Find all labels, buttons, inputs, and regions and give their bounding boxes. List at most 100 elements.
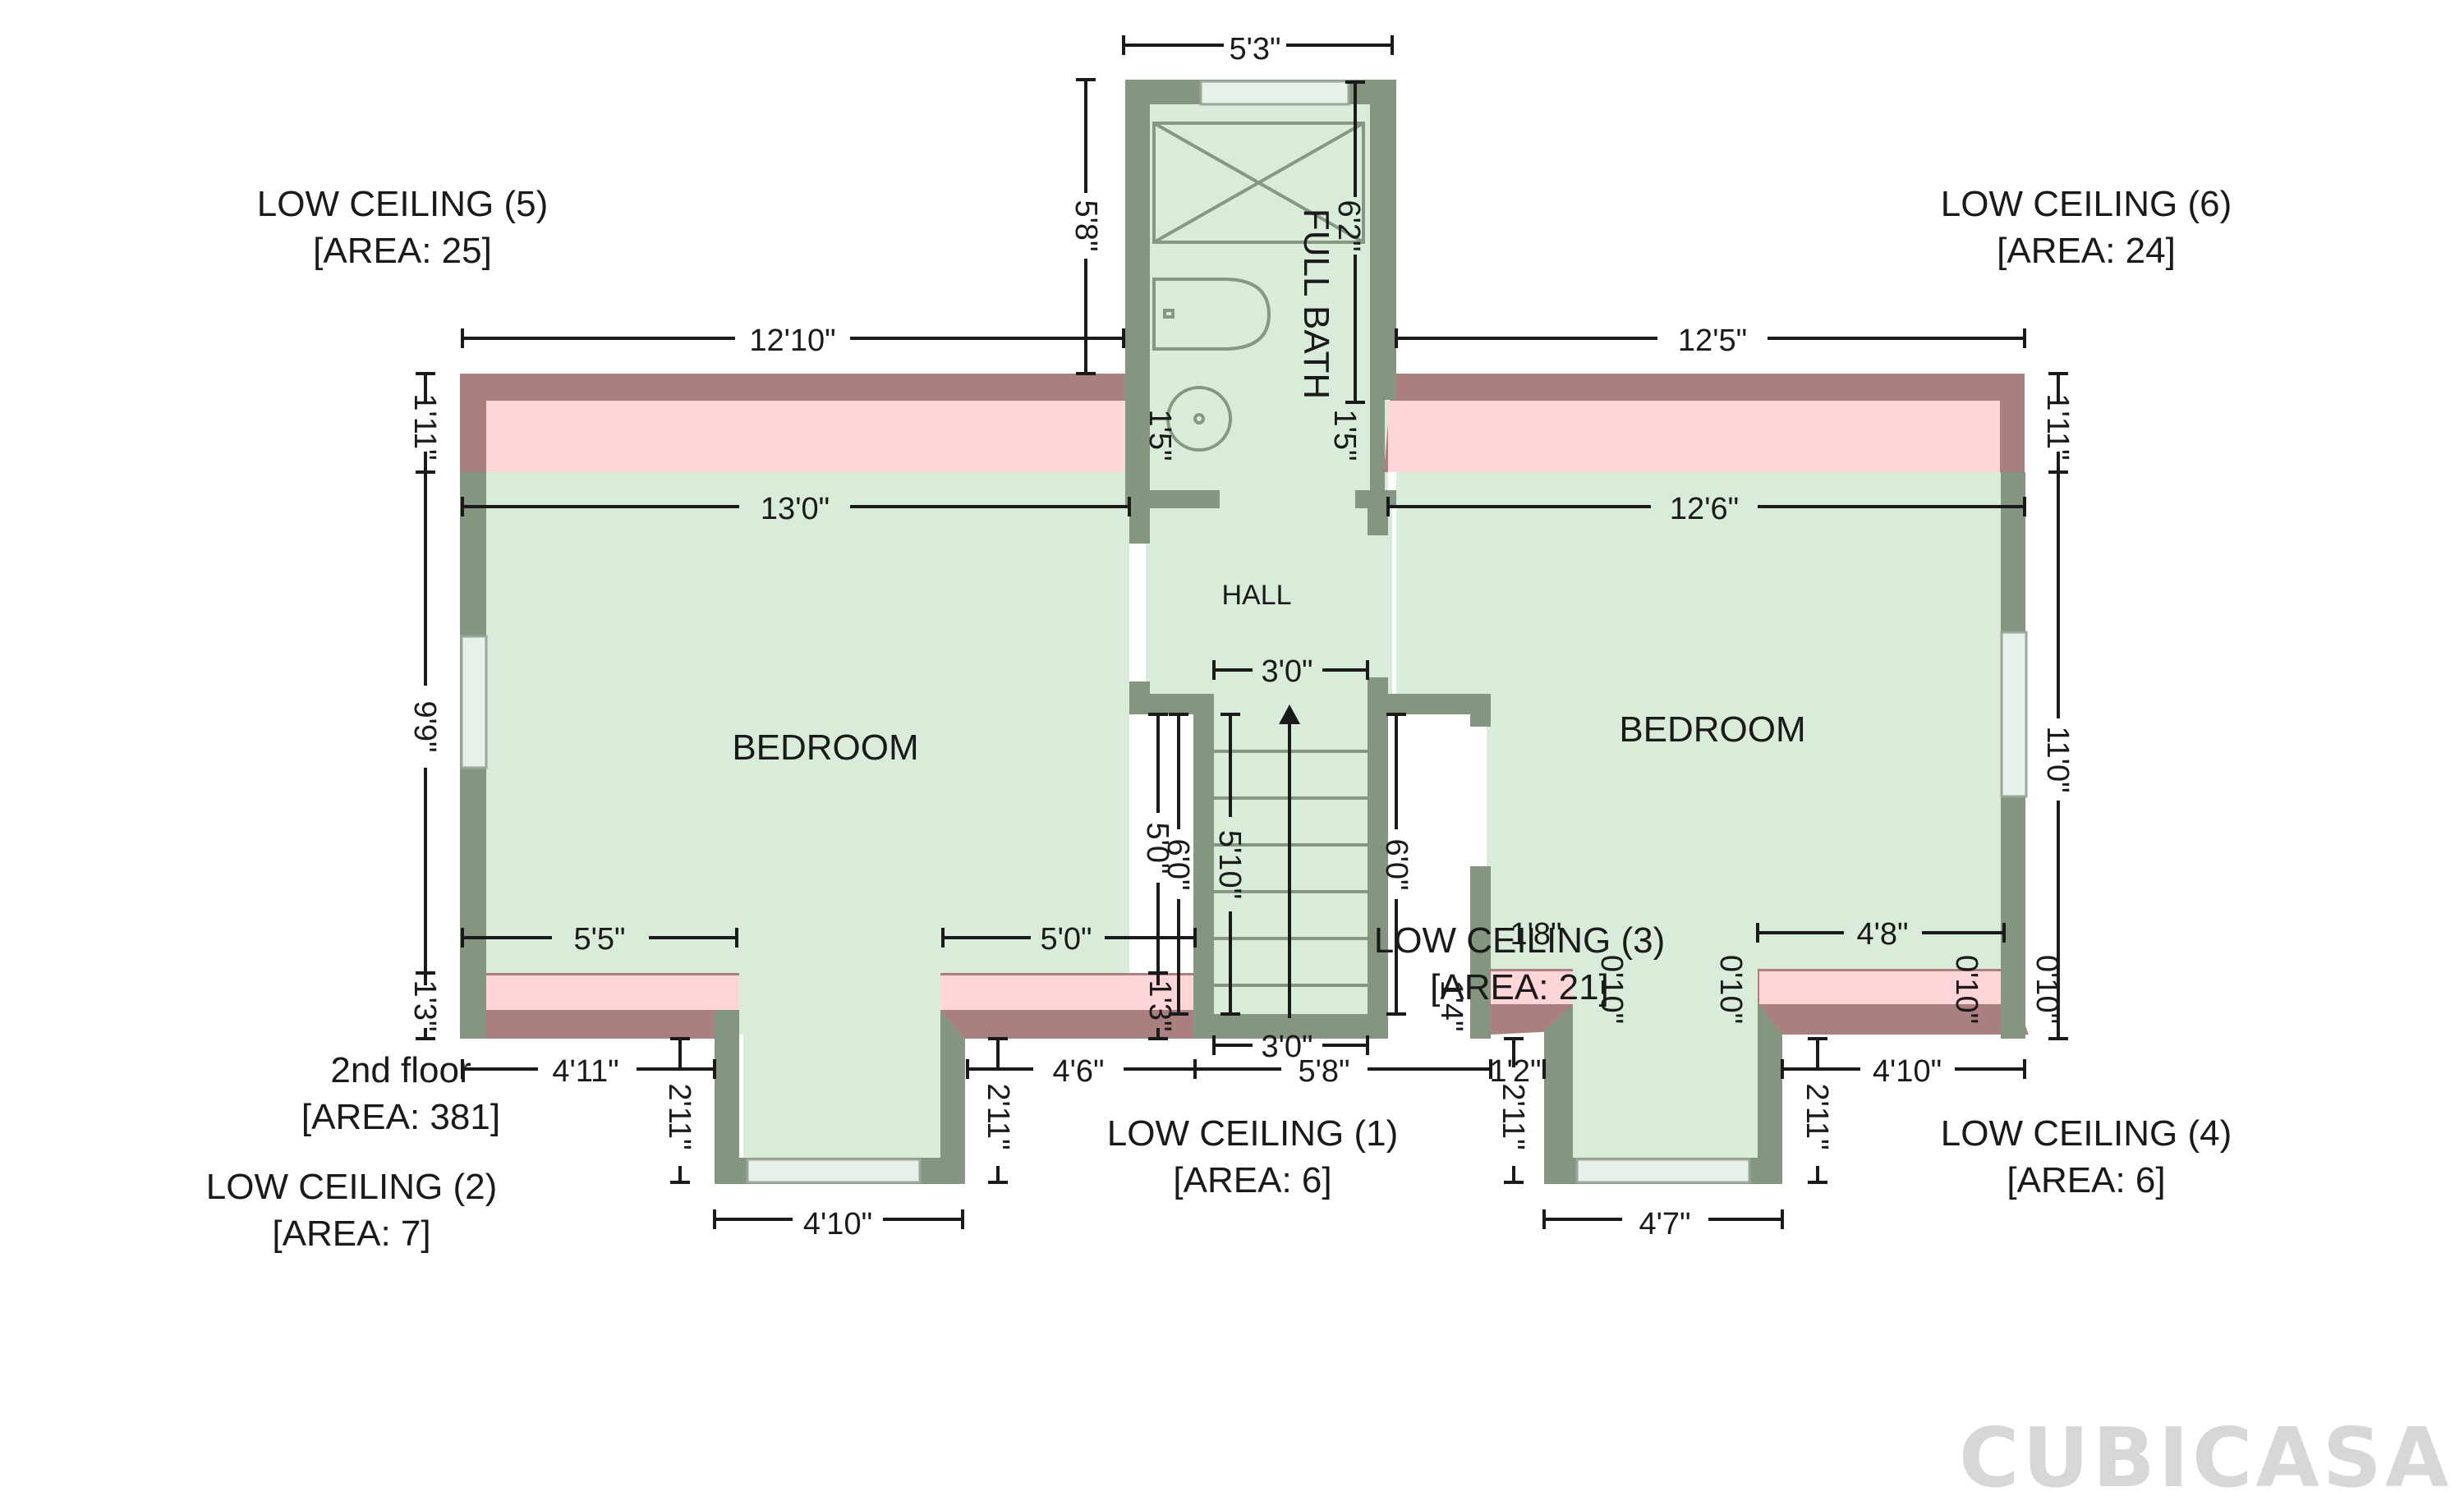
floors [485, 82, 2020, 1166]
stair-wall-left [1193, 694, 1214, 1039]
dimension-lines [416, 35, 2068, 1229]
low-ceiling-1-area: [AREA: 6] [1173, 1160, 1331, 1200]
dim-alcove-right-width: 4'7" [1639, 1207, 1690, 1241]
low-ceiling-2-name: LOW CEILING (2) [206, 1167, 498, 1207]
bath-wall-left [1125, 80, 1150, 498]
right-alcove-window [1575, 1158, 1751, 1184]
low-ceiling-5-name: LOW CEILING (5) [257, 184, 549, 224]
dim-right-1-4: 1'4" [1434, 980, 1469, 1031]
dim-left-side-top: 1'11" [407, 393, 442, 460]
hall-wall-right-top [1368, 490, 1388, 535]
hall-label: HALL [1221, 580, 1291, 611]
right-bed-wall-inner-low [1470, 866, 1491, 1039]
dim-left-side-bottom: 1'3" [407, 980, 442, 1031]
low-ceiling-3 [1491, 971, 1573, 1004]
left-alcove-wall-left [715, 1010, 739, 1182]
sink [1166, 386, 1232, 452]
low-ceiling-5 [486, 401, 1129, 472]
dim-left-alcove-r: 5'0" [1040, 922, 1092, 957]
dim-stair-width-bottom: 3'0" [1261, 1030, 1312, 1064]
low-ceiling-2-area: [AREA: 7] [272, 1214, 430, 1254]
shower [1152, 122, 1365, 244]
left-alcove-window [746, 1158, 922, 1184]
low-ceiling-5-area: [AREA: 25] [313, 231, 492, 271]
sink-drain [1193, 413, 1205, 424]
low-ceiling-4 [1759, 971, 2004, 1004]
low-ceiling-4-area: [AREA: 6] [2007, 1160, 2165, 1200]
dim-right-0-10-d: 0'10" [2030, 955, 2064, 1024]
right-bed-window [2000, 631, 2028, 798]
dim-bath-sink-left: 1'5" [1142, 409, 1177, 461]
low-ceiling-6-area: [AREA: 24] [1997, 231, 2176, 271]
dim-stair-left-b: 6'0" [1161, 838, 1195, 890]
full-bath-label: FULL BATH [1296, 209, 1336, 399]
dim-bottom-5-8: 5'8" [1298, 1054, 1349, 1089]
dim-bottom-4-6: 4'6" [1052, 1054, 1104, 1089]
toilet-tank-mark [1163, 309, 1175, 319]
dim-alcove-left-width: 4'10" [803, 1207, 872, 1241]
low-ceiling-3-area: [AREA: 21] [1430, 967, 1609, 1007]
low-ceiling-6 [1388, 401, 2000, 472]
dim-top-left: 12'10" [749, 324, 835, 358]
dim-alcove-right-depth-a: 2'11" [1496, 1083, 1530, 1150]
dim-top-right: 12'5" [1678, 324, 1747, 358]
low-ceiling-3-name: LOW CEILING (3) [1374, 920, 1666, 961]
bath-window [1199, 80, 1350, 106]
low-ceiling-4-name: LOW CEILING (4) [1941, 1113, 2232, 1154]
shower-cross-b [1153, 122, 1364, 244]
floor-name: 2nd floor [330, 1050, 471, 1090]
dim-stair-left-a: 5'0" [1140, 822, 1175, 874]
low-ceiling-1-name: LOW CEILING (1) [1107, 1113, 1399, 1154]
left-alcove-wall-right [940, 1010, 965, 1182]
dim-alcove-right-depth-b: 2'11" [1800, 1083, 1834, 1150]
dim-stair-length: 5'10" [1212, 830, 1247, 899]
dimension-labels: 5'3" 5'8" 6'2" 1'5" 1'5" 12'10" 12'5" 13… [407, 32, 2075, 1241]
bath-wall-right-low [1370, 400, 1385, 498]
dim-left-alcove-l: 5'5" [573, 922, 625, 957]
dim-alcove-left-depth-b: 2'11" [981, 1083, 1015, 1150]
stair-wall-right [1368, 694, 1388, 1039]
dim-stair-width-top: 3'0" [1261, 654, 1312, 689]
bath-floor [1146, 82, 1388, 493]
dim-left-side-height: 9'9" [407, 700, 442, 752]
right-alcove-wall-right [1758, 1002, 1782, 1182]
toilet [1152, 278, 1271, 351]
dim-right-side-top: 1'11" [2040, 393, 2075, 460]
hall-wall-left-top [1129, 490, 1150, 544]
dim-bath-width: 5'3" [1229, 32, 1280, 67]
left-bed-window [460, 635, 488, 769]
windows [460, 80, 2028, 1184]
low-ceiling-zones [460, 374, 2029, 1039]
dim-right-0-10-c: 0'10" [1949, 955, 1984, 1024]
dim-stair-left-bottom: 1'3" [1142, 980, 1177, 1031]
dim-right-4-8: 4'8" [1856, 917, 1908, 952]
left-bedroom-label: BEDROOM [732, 727, 918, 768]
floor-area: [AREA: 381] [301, 1097, 500, 1137]
left-bedroom-floor [485, 374, 1129, 1166]
bath-wall-right [1370, 80, 1396, 400]
right-bedroom-label: BEDROOM [1619, 709, 1805, 750]
low-ceiling-6-name: LOW CEILING (6) [1941, 184, 2232, 224]
right-bedroom-floor [1396, 374, 2020, 1166]
dim-bath-inner: 6'2" [1331, 200, 1366, 251]
dim-bath-depth: 5'8" [1069, 200, 1103, 251]
stair-arrow-head [1279, 704, 1300, 724]
dim-alcove-left-depth-a: 2'11" [662, 1083, 696, 1150]
dim-right-1-8: 1'8" [1510, 917, 1561, 952]
cubicasa-logo: CUBICASA [1959, 1410, 2452, 1496]
dim-right-bed-width: 12'6" [1670, 492, 1739, 526]
right-alcove-wall-left [1544, 1006, 1573, 1182]
dim-stair-right: 6'0" [1379, 838, 1414, 890]
dim-right-0-10-a: 0'10" [1594, 955, 1629, 1024]
dim-bottom-4-11: 4'11" [552, 1054, 618, 1089]
low-ceiling-1 [940, 975, 1199, 1010]
dim-bottom-1-2: 1'2" [1489, 1054, 1541, 1089]
dim-right-0-10-b: 0'10" [1713, 955, 1748, 1024]
dim-bath-sink-right: 1'5" [1327, 409, 1362, 461]
dim-bottom-4-10-right: 4'10" [1873, 1054, 1942, 1089]
dim-left-bed-width: 13'0" [761, 492, 830, 526]
right-bed-wall-inner [1470, 694, 1491, 727]
dim-right-side-height: 11'0" [2040, 726, 2075, 792]
low-ceiling-2 [485, 975, 739, 1010]
